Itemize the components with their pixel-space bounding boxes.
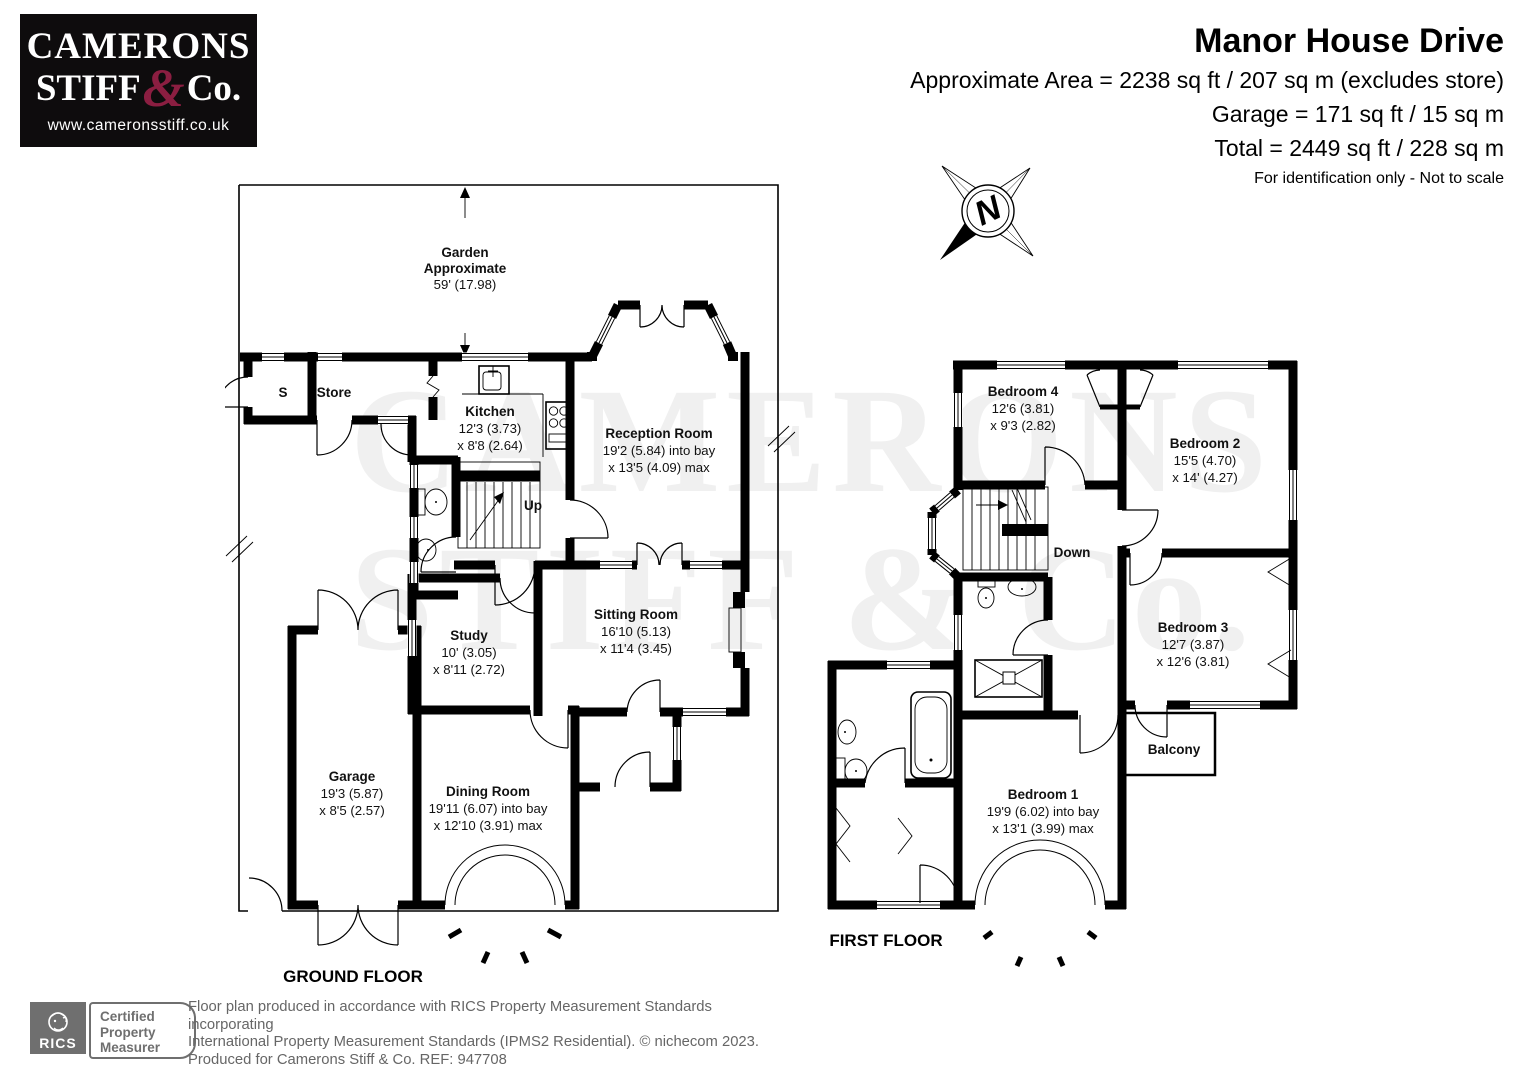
down-label: Down	[1054, 545, 1091, 560]
svg-text:x 9'3 (2.82): x 9'3 (2.82)	[990, 418, 1056, 433]
ground-floor-title: GROUND FLOOR	[283, 967, 423, 986]
scale-note: For identification only - Not to scale	[1254, 170, 1504, 187]
disclaimer: Floor plan produced in accordance with R…	[188, 999, 788, 1069]
svg-text:x 8'8 (2.64): x 8'8 (2.64)	[457, 438, 523, 453]
area-line: Approximate Area = 2238 sq ft / 207 sq m…	[910, 67, 1504, 93]
svg-text:x 13'1 (3.99) max: x 13'1 (3.99) max	[992, 821, 1094, 836]
garage-label: Garage	[329, 769, 376, 784]
logo-ampersand: &	[142, 57, 185, 118]
svg-text:16'10 (5.13): 16'10 (5.13)	[601, 624, 671, 639]
svg-text:10' (3.05): 10' (3.05)	[441, 645, 496, 660]
bathroom-toilet	[835, 757, 868, 785]
wc-basin-first	[1007, 577, 1037, 597]
svg-text:x 8'11 (2.72): x 8'11 (2.72)	[433, 662, 505, 677]
kitchen-label: Kitchen	[465, 404, 515, 419]
ground-floor-walls	[240, 300, 750, 910]
ground-floor-fixtures	[415, 365, 572, 562]
svg-text:19'3 (5.87): 19'3 (5.87)	[321, 786, 384, 801]
balcony-label: Balcony	[1148, 742, 1201, 757]
disclaimer-line1: Floor plan produced in accordance with R…	[188, 999, 712, 1033]
svg-text:19'2 (5.84) into bay: 19'2 (5.84) into bay	[603, 443, 716, 458]
logo-line1: CAMERONS	[26, 25, 251, 67]
svg-text:x 14' (4.27): x 14' (4.27)	[1172, 470, 1238, 485]
balcony-outline	[1122, 711, 1217, 777]
wc-toilet-first	[977, 578, 996, 609]
dining-bay-window	[444, 844, 566, 965]
first-floor-walls	[827, 360, 1298, 910]
first-floor-labels: Bedroom 4 12'6 (3.81) x 9'3 (2.82) Bedro…	[829, 384, 1240, 950]
bed1-label: Bedroom 1	[1008, 787, 1079, 802]
svg-text:15'5 (4.70): 15'5 (4.70)	[1174, 453, 1237, 468]
bathtub	[910, 691, 952, 779]
certified-measurer-badge: Certified Property Measurer	[89, 1002, 196, 1059]
page-title: Manor House Drive	[1194, 22, 1504, 60]
store-label: Store	[317, 385, 352, 400]
compass-rose: N	[940, 165, 1034, 260]
title-block: Manor House Drive Approximate Area = 223…	[910, 22, 1504, 188]
ground-floor-plan: Garden Approximate 59' (17.98) S Store U…	[225, 184, 796, 986]
svg-text:19'11 (6.07) into bay: 19'11 (6.07) into bay	[429, 801, 548, 816]
svg-text:x 8'5 (2.57): x 8'5 (2.57)	[319, 803, 385, 818]
study-label: Study	[450, 628, 488, 643]
kitchen-hob	[545, 401, 572, 450]
sitting-label: Sitting Room	[594, 607, 678, 622]
disclaimer-line2: International Property Measurement Stand…	[188, 1034, 760, 1050]
garage-line: Garage = 171 sq ft / 15 sq m	[1211, 101, 1504, 127]
first-floor-plan: Bedroom 4 12'6 (3.81) x 9'3 (2.82) Bedro…	[827, 360, 1298, 968]
rics-lion-icon	[48, 1012, 68, 1032]
svg-text:19'9 (6.02) into bay: 19'9 (6.02) into bay	[987, 804, 1100, 819]
bed2-label: Bedroom 2	[1170, 436, 1241, 451]
stairs-down	[962, 486, 1049, 571]
svg-text:x 12'6 (3.81): x 12'6 (3.81)	[1157, 654, 1230, 669]
bedroom1-bay-window	[974, 839, 1106, 968]
garden-label: Garden	[441, 245, 488, 260]
disclaimer-line3: Produced for Camerons Stiff & Co. REF: 9…	[188, 1051, 507, 1068]
svg-text:x 11'4 (3.45): x 11'4 (3.45)	[600, 641, 672, 656]
stairs-up	[457, 461, 541, 549]
s-label: S	[278, 385, 287, 400]
ground-floor-doors	[225, 304, 685, 946]
logo-line2: STIFF&Co.	[35, 57, 242, 118]
first-floor-title: FIRST FLOOR	[829, 931, 942, 950]
dining-label: Dining Room	[446, 784, 530, 799]
bathroom-basin	[835, 719, 857, 745]
garden-dimension-arrows	[460, 187, 470, 356]
first-floor-windows	[877, 360, 1298, 910]
kitchen-counter	[462, 393, 544, 457]
wc-basin	[415, 538, 437, 562]
svg-text:12'3 (3.73): 12'3 (3.73)	[459, 421, 522, 436]
reception-label: Reception Room	[605, 426, 712, 441]
svg-text:12'6 (3.81): 12'6 (3.81)	[992, 401, 1055, 416]
svg-text:x 13'5 (4.09) max: x 13'5 (4.09) max	[608, 460, 710, 475]
watermark-line2: STIFF & Co.	[350, 516, 1257, 682]
first-floor-fixtures	[835, 577, 1043, 785]
shower	[974, 659, 1043, 698]
wc-toilet	[415, 488, 448, 516]
kitchen-sink	[478, 365, 510, 395]
total-line: Total = 2449 sq ft / 228 sq m	[1214, 135, 1504, 161]
bed3-label: Bedroom 3	[1158, 620, 1229, 635]
logo-website: www.cameronsstiff.co.uk	[47, 116, 230, 134]
svg-text:x 12'10 (3.91) max: x 12'10 (3.91) max	[434, 818, 543, 833]
agency-logo: CAMERONS STIFF&Co. www.cameronsstiff.co.…	[20, 14, 257, 147]
rics-logo: RICS	[30, 1002, 86, 1054]
bed4-label: Bedroom 4	[988, 384, 1059, 399]
ground-floor-windows	[262, 315, 731, 760]
garden-boundary	[225, 184, 796, 912]
svg-text:Approximate: Approximate	[424, 261, 507, 276]
svg-text:12'7 (3.87): 12'7 (3.87)	[1162, 637, 1225, 652]
rics-label: RICS	[39, 1035, 76, 1051]
ground-floor-labels: Garden Approximate 59' (17.98) S Store U…	[278, 245, 715, 986]
svg-text:59' (17.98): 59' (17.98)	[434, 277, 497, 292]
up-label: Up	[524, 498, 542, 513]
first-floor-doors	[835, 369, 1292, 904]
